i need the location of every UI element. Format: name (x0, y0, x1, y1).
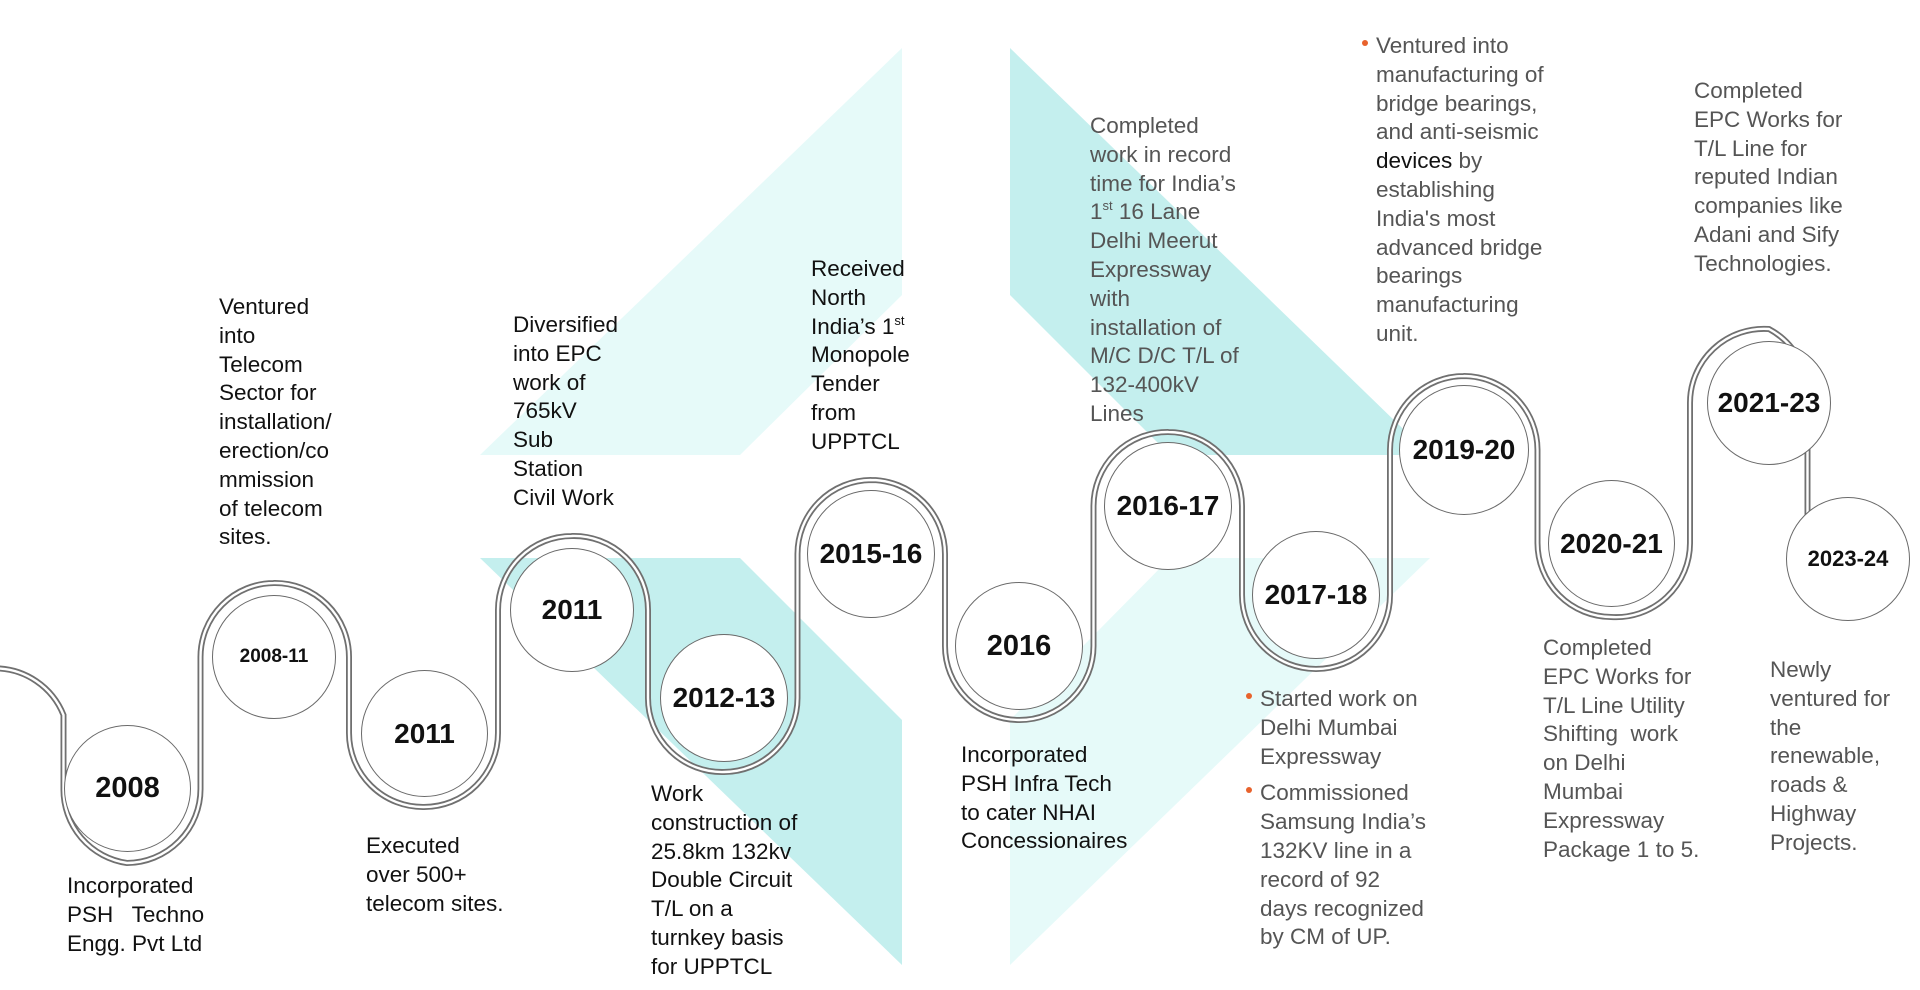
milestone-disc-2015-16: 2015-16 (807, 490, 935, 618)
background-band-4 (1010, 558, 1430, 965)
milestone-disc-2016: 2016 (955, 582, 1083, 710)
description-2008: Incorporated PSH Techno Engg. Pvt Ltd (67, 873, 205, 956)
description-2015-16: Received North India’s 1st Monopole Tend… (811, 256, 910, 454)
milestone-disc-2011-telecom: 2011 (361, 670, 488, 797)
bullet-dot (1246, 787, 1252, 794)
milestone-disc-2012-13: 2012-13 (660, 634, 788, 762)
milestone-disc-2011-epc: 2011 (510, 548, 634, 672)
description-2011-telecom: Executed over 500+ telecom sites. (366, 833, 504, 916)
milestone-disc-2017-18: 2017-18 (1252, 531, 1380, 659)
bullet-item: Started work on Delhi Mumbai Expressway (1246, 685, 1426, 771)
description-2011-epc: Diversified into EPC work of 765kV Sub S… (513, 312, 619, 510)
description-2012-13: Work construction of 25.8km 132kv Double… (651, 781, 798, 979)
background-band-1 (480, 48, 902, 455)
superscript-st: st (1102, 198, 1113, 214)
description-2021-23: Completed EPC Works for T/L Line for rep… (1694, 78, 1843, 276)
milestone-disc-2016-17: 2016-17 (1104, 442, 1232, 570)
description-2017-18: Started work on Delhi Mumbai Expressway … (1246, 685, 1426, 952)
timeline-track (0, 325, 1849, 866)
milestone-disc-2021-23: 2021-23 (1707, 341, 1831, 465)
bullet-item: Ventured into manufacturing of bridge be… (1362, 32, 1544, 349)
description-2019-20: Ventured into manufacturing of bridge be… (1362, 32, 1544, 349)
milestone-disc-2023-24: 2023-24 (1786, 497, 1910, 621)
milestone-disc-2008-11: 2008-11 (212, 595, 336, 719)
milestone-disc-2008: 2008 (64, 725, 191, 852)
bullet-dot (1246, 693, 1252, 699)
timeline-track-inner (0, 327, 1848, 865)
bullet-item: Commissioned Samsung India’s 132KV line … (1246, 779, 1426, 952)
background-band-3 (1010, 48, 1430, 455)
milestone-disc-2019-20: 2019-20 (1399, 385, 1529, 515)
superscript-st: st (894, 312, 905, 328)
milestone-disc-2020-21: 2020-21 (1548, 480, 1675, 607)
description-2016-17: Completed work in record time for India’… (1090, 113, 1239, 426)
description-2020-21: Completed EPC Works for T/L Line Utility… (1543, 635, 1700, 862)
description-2016: Incorporated PSH Infra Tech to cater NHA… (961, 742, 1128, 854)
description-2023-24: Newly ventured for the renewable, roads … (1770, 657, 1891, 855)
bullet-dot (1362, 40, 1368, 46)
description-2008-11: Ventured into Telecom Sector for install… (219, 294, 332, 550)
